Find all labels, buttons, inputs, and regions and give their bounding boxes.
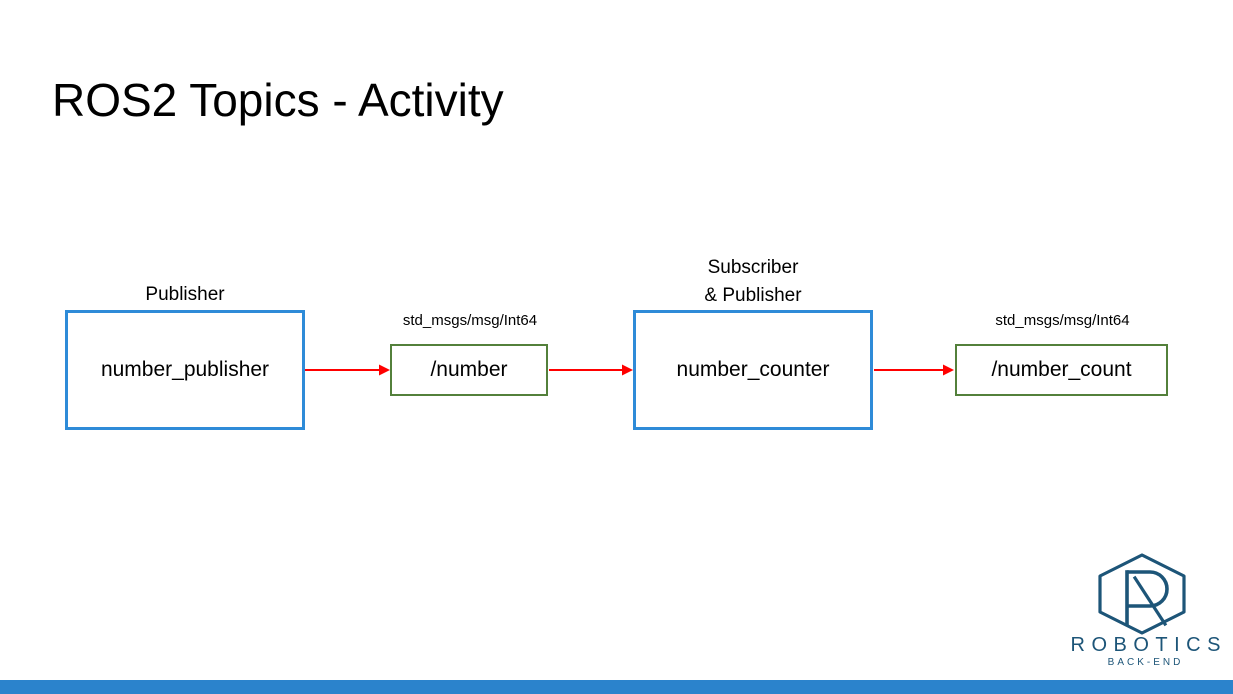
topic-number-label: /number	[430, 358, 508, 381]
topic-number-count[interactable]: /number_count	[955, 344, 1168, 396]
node-number-counter-label: number_counter	[676, 358, 830, 381]
node-number-counter[interactable]: number_counter	[633, 310, 873, 430]
subscriber-publisher-caption: Subscriber & Publisher	[704, 257, 802, 306]
node-number-publisher[interactable]: number_publisher	[65, 310, 305, 430]
hexagon-r-monogram-icon	[1094, 552, 1190, 636]
brand-logo: ROBOTICS BACK-END	[1064, 552, 1224, 668]
arrow-publisher-to-number	[305, 363, 390, 377]
footer-bar	[0, 680, 1233, 694]
topic-number-count-type-caption: std_msgs/msg/Int64	[995, 312, 1130, 329]
topic-number-count-label: /number_count	[991, 358, 1132, 381]
topic-number[interactable]: /number	[390, 344, 548, 396]
node-number-publisher-label: number_publisher	[100, 358, 270, 381]
arrow-number-to-counter	[549, 363, 633, 377]
arrow-counter-to-number-count	[874, 363, 954, 377]
slide-title: ROS2 Topics - Activity	[52, 74, 504, 126]
logo-tagline: BACK-END	[1107, 657, 1184, 668]
logo-wordmark: ROBOTICS	[1070, 634, 1227, 656]
publisher-caption: Publisher	[145, 284, 225, 305]
topic-number-type-caption: std_msgs/msg/Int64	[402, 312, 538, 329]
